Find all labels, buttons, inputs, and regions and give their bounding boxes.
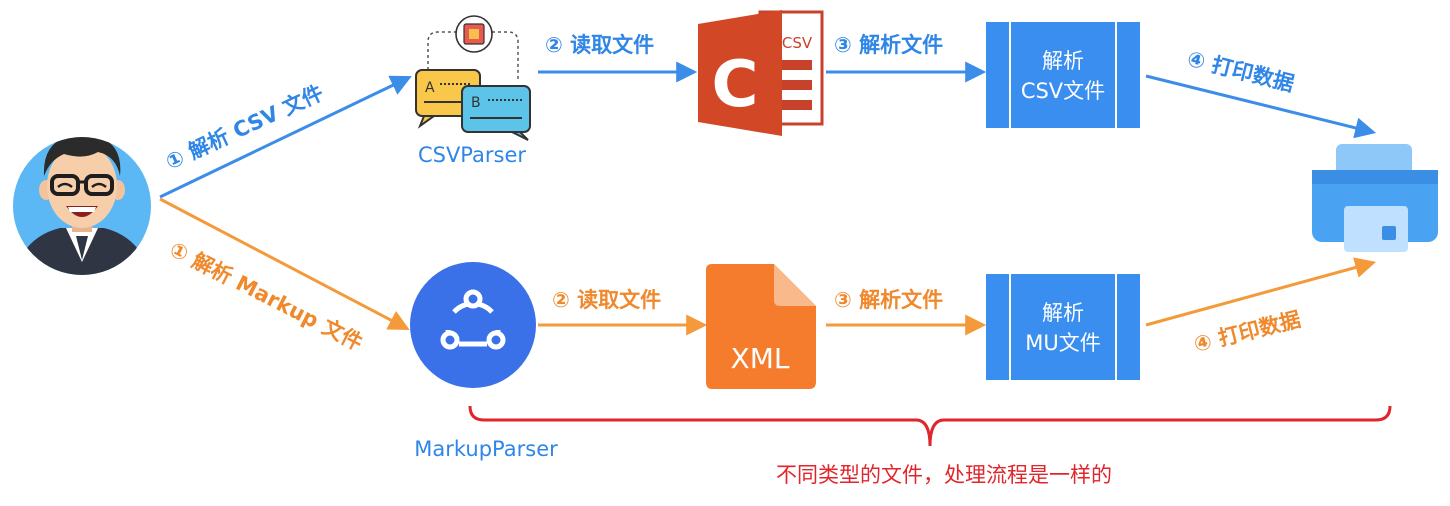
- arrow-user-to-csvparser: [159, 75, 412, 199]
- printer-icon: [1312, 144, 1438, 252]
- xml-file-label: XML: [731, 342, 790, 375]
- top-step2-label: ② 读取文件: [545, 33, 654, 57]
- share-icon: [410, 262, 536, 388]
- bottom-step2-label: ② 读取文件: [552, 288, 661, 312]
- arrow-parsebox-to-printer-bottom: [1145, 257, 1377, 327]
- user-avatar-icon: [13, 137, 151, 275]
- parse-csv-box-line1: 解析: [1042, 49, 1084, 73]
- parse-csv-box-line2: CSV文件: [1021, 79, 1105, 103]
- markup-parser-name: MarkupParser: [414, 437, 558, 461]
- arrow-parsebox-to-printer-top: [1145, 74, 1377, 139]
- parse-csv-box: 解析 CSV文件: [986, 22, 1140, 128]
- svg-text:A: A: [425, 80, 435, 96]
- svg-text:B: B: [471, 95, 481, 111]
- parse-mu-box-line1: 解析: [1042, 301, 1084, 325]
- csv-file-icon: CSV C: [698, 10, 824, 136]
- bottom-step3-label: ③ 解析文件: [834, 288, 943, 312]
- csv-file-letter: C: [712, 48, 759, 122]
- xml-file-icon: XML: [706, 264, 816, 389]
- csv-parser-name: CSVParser: [418, 143, 526, 167]
- bracket-note: 不同类型的文件，处理流程是一样的: [776, 463, 1112, 487]
- csv-file-badge: CSV: [782, 34, 813, 52]
- top-step3-label: ③ 解析文件: [834, 33, 943, 57]
- arrow-user-to-markupparser: [159, 197, 410, 330]
- curly-bracket: [468, 405, 1392, 447]
- parse-mu-box-line2: MU文件: [1025, 331, 1101, 355]
- chat-bubbles-icon: A B: [415, 15, 531, 141]
- parse-mu-box: 解析 MU文件: [986, 274, 1140, 380]
- bottom-step4-label: ④ 打印数据: [1191, 307, 1303, 357]
